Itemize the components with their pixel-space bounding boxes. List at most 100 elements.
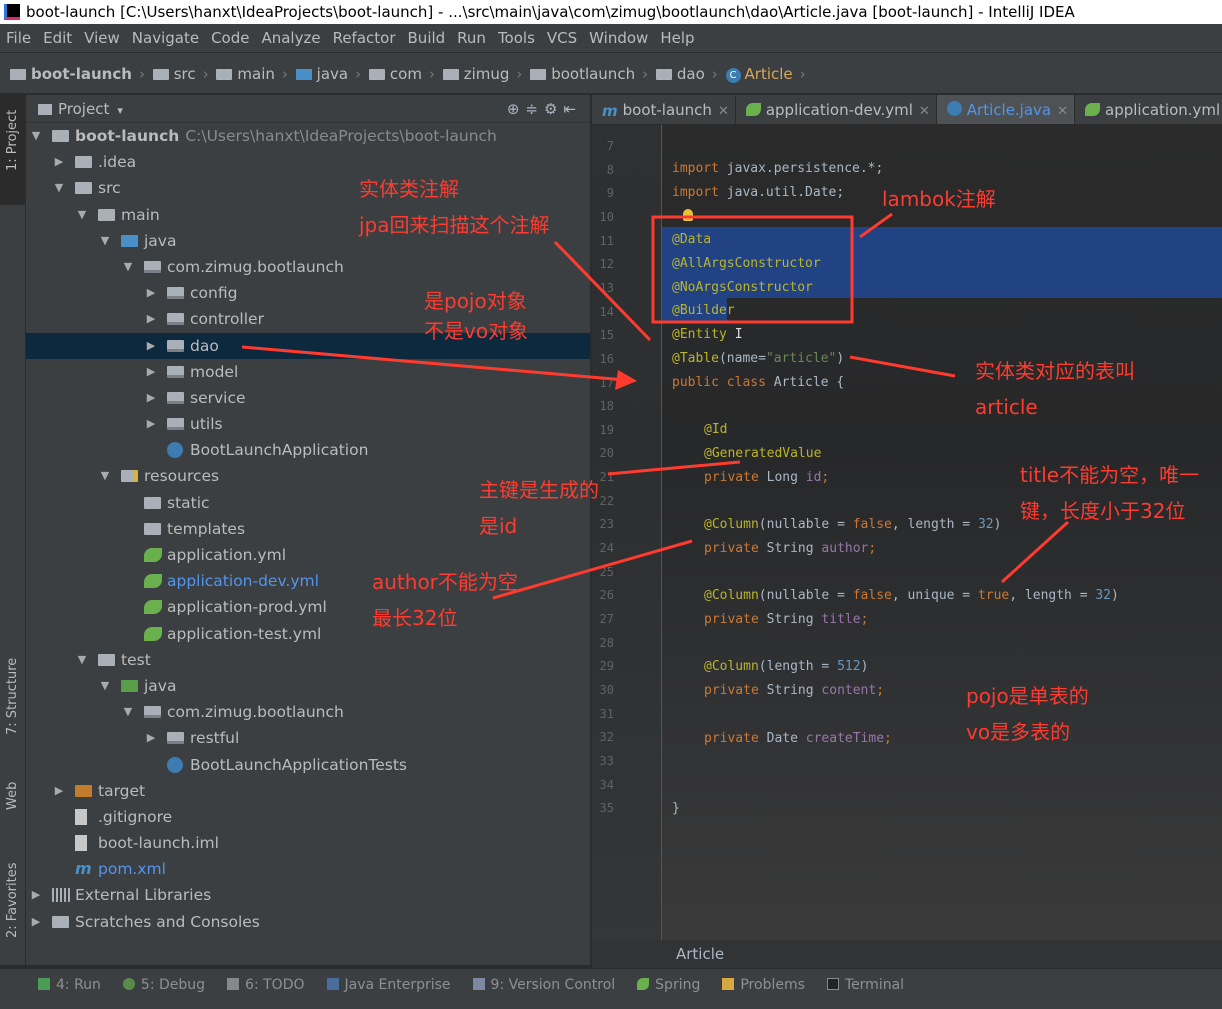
tool-terminal[interactable]: Terminal — [826, 969, 904, 1001]
menu-help[interactable]: Help — [660, 29, 695, 47]
tree-item[interactable]: ▼resources — [26, 463, 590, 489]
chevron-right-icon[interactable]: ▶ — [146, 731, 156, 745]
menu-window[interactable]: Window — [589, 29, 649, 47]
menu-file[interactable]: File — [6, 29, 32, 47]
breadcrumb-dao[interactable]: dao — [655, 53, 705, 95]
chevron-down-icon[interactable]: ▼ — [54, 181, 64, 195]
tree-item[interactable]: ▶config — [26, 280, 590, 306]
breadcrumb-bootlaunch[interactable]: bootlaunch — [530, 53, 635, 95]
chevron-down-icon[interactable]: ▼ — [100, 469, 110, 483]
chevron-down-icon[interactable]: ▼ — [100, 233, 110, 247]
tree-item[interactable]: ▶target — [26, 778, 590, 804]
tab-article-java[interactable]: Article.java✕ — [936, 95, 1076, 124]
chevron-down-icon[interactable]: ▼ — [123, 259, 133, 273]
menu-edit[interactable]: Edit — [43, 29, 73, 47]
tree-item[interactable]: BootLaunchApplication — [26, 437, 590, 463]
chevron-right-icon[interactable]: ▶ — [146, 390, 156, 404]
chevron-right-icon[interactable]: ▶ — [146, 417, 156, 431]
tool-todo[interactable]: 6: TODO — [227, 969, 305, 1001]
breadcrumb-boot-launch[interactable]: boot-launch — [10, 53, 132, 95]
tool-version-control[interactable]: 9: Version Control — [472, 969, 615, 1001]
tree-item[interactable]: ▶External Libraries — [26, 882, 590, 908]
chevron-down-icon[interactable]: ▼ — [77, 652, 87, 666]
tree-item[interactable]: ▶controller — [26, 306, 590, 332]
hide-panel-icon[interactable]: ⇤ — [563, 100, 582, 118]
tree-item[interactable]: ▶service — [26, 385, 590, 411]
tree-item[interactable]: ▼java — [26, 228, 590, 254]
tree-item[interactable]: ▶.idea — [26, 149, 590, 175]
project-view-selector[interactable]: Project — [58, 100, 110, 118]
tree-item[interactable]: application-test.yml — [26, 621, 590, 647]
menu-view[interactable]: View — [84, 29, 120, 47]
tool-java-enterprise[interactable]: Java Enterprise — [326, 969, 451, 1001]
tree-item[interactable]: boot-launch.iml — [26, 830, 590, 856]
tree-item[interactable]: static — [26, 490, 590, 516]
tool-debug[interactable]: 5: Debug — [122, 969, 205, 1001]
tree-item[interactable]: application-prod.yml — [26, 594, 590, 620]
menu-refactor[interactable]: Refactor — [332, 29, 396, 47]
tree-item[interactable]: .gitignore — [26, 804, 590, 830]
close-icon[interactable]: ✕ — [1057, 104, 1069, 119]
chevron-right-icon[interactable]: ▶ — [31, 888, 41, 902]
chevron-right-icon[interactable]: ▶ — [54, 783, 64, 797]
breadcrumb-java[interactable]: java — [295, 53, 348, 95]
tool-tab-favorites[interactable]: 2: Favorites — [0, 860, 26, 960]
close-icon[interactable]: ✕ — [918, 104, 930, 119]
tool-run[interactable]: 4: Run — [38, 969, 101, 1001]
tree-item[interactable]: application.yml — [26, 542, 590, 568]
tree-item[interactable]: ▶model — [26, 359, 590, 385]
menu-analyze[interactable]: Analyze — [261, 29, 321, 47]
menu-code[interactable]: Code — [211, 29, 250, 47]
chevron-down-icon[interactable]: ▼ — [31, 129, 41, 142]
locate-icon[interactable]: ⊕ — [506, 100, 526, 118]
chevron-right-icon[interactable]: ▶ — [54, 155, 64, 169]
tool-tab-project[interactable]: 1: Project — [0, 95, 26, 205]
chevron-down-icon[interactable]: ▾ — [117, 104, 123, 117]
breadcrumb-zimug[interactable]: zimug — [442, 53, 509, 95]
menu-vcs[interactable]: VCS — [546, 29, 578, 47]
collapse-all-icon[interactable]: ≑ — [525, 100, 544, 118]
tool-tab-web[interactable]: Web — [0, 780, 26, 840]
tool-spring[interactable]: Spring — [637, 969, 700, 1001]
menu-build[interactable]: Build — [407, 29, 446, 47]
breadcrumb-com[interactable]: com — [368, 53, 422, 95]
menu-run[interactable]: Run — [457, 29, 486, 47]
tree-item[interactable]: ▶Scratches and Consoles — [26, 909, 590, 935]
tree-item[interactable]: ▶utils — [26, 411, 590, 437]
chevron-down-icon[interactable]: ▼ — [77, 207, 87, 221]
tree-item[interactable]: BootLaunchApplicationTests — [26, 752, 590, 778]
tree-item[interactable]: ▼test — [26, 647, 590, 673]
tree-item[interactable]: templates — [26, 516, 590, 542]
chevron-down-icon[interactable]: ▼ — [123, 705, 133, 719]
folder-icon — [152, 69, 169, 80]
gear-icon[interactable]: ⚙ — [543, 100, 564, 118]
tab-application-dev-yml[interactable]: application-dev.yml✕ — [736, 95, 937, 124]
tree-item[interactable]: application-dev.yml — [26, 568, 590, 594]
chevron-right-icon[interactable]: ▶ — [146, 364, 156, 378]
tab-application-yml[interactable]: application.yml — [1075, 95, 1222, 124]
tree-item[interactable]: ▶restful — [26, 725, 590, 751]
chevron-right-icon[interactable]: ▶ — [146, 338, 156, 352]
close-icon[interactable]: ✕ — [717, 104, 729, 119]
chevron-right-icon[interactable]: ▶ — [146, 286, 156, 300]
tool-tab-structure[interactable]: 7: Structure — [0, 655, 26, 765]
chevron-right-icon[interactable]: ▶ — [146, 312, 156, 326]
chevron-down-icon[interactable]: ▼ — [100, 678, 110, 692]
breadcrumb-src[interactable]: src — [152, 53, 196, 95]
tree-item[interactable]: ▼com.zimug.bootlaunch — [26, 254, 590, 280]
tree-item[interactable]: ▼main — [26, 202, 590, 228]
tool-problems[interactable]: Problems — [722, 969, 805, 1001]
chevron-right-icon[interactable]: ▶ — [31, 914, 41, 928]
tree-item[interactable]: ▼java — [26, 673, 590, 699]
menu-tools[interactable]: Tools — [497, 29, 535, 47]
tree-item[interactable]: ▼src — [26, 175, 590, 201]
lightbulb-icon[interactable] — [683, 209, 693, 221]
tree-item[interactable]: ▼com.zimug.bootlaunch — [26, 699, 590, 725]
breadcrumb-main[interactable]: main — [216, 53, 275, 95]
menu-navigate[interactable]: Navigate — [131, 29, 200, 47]
